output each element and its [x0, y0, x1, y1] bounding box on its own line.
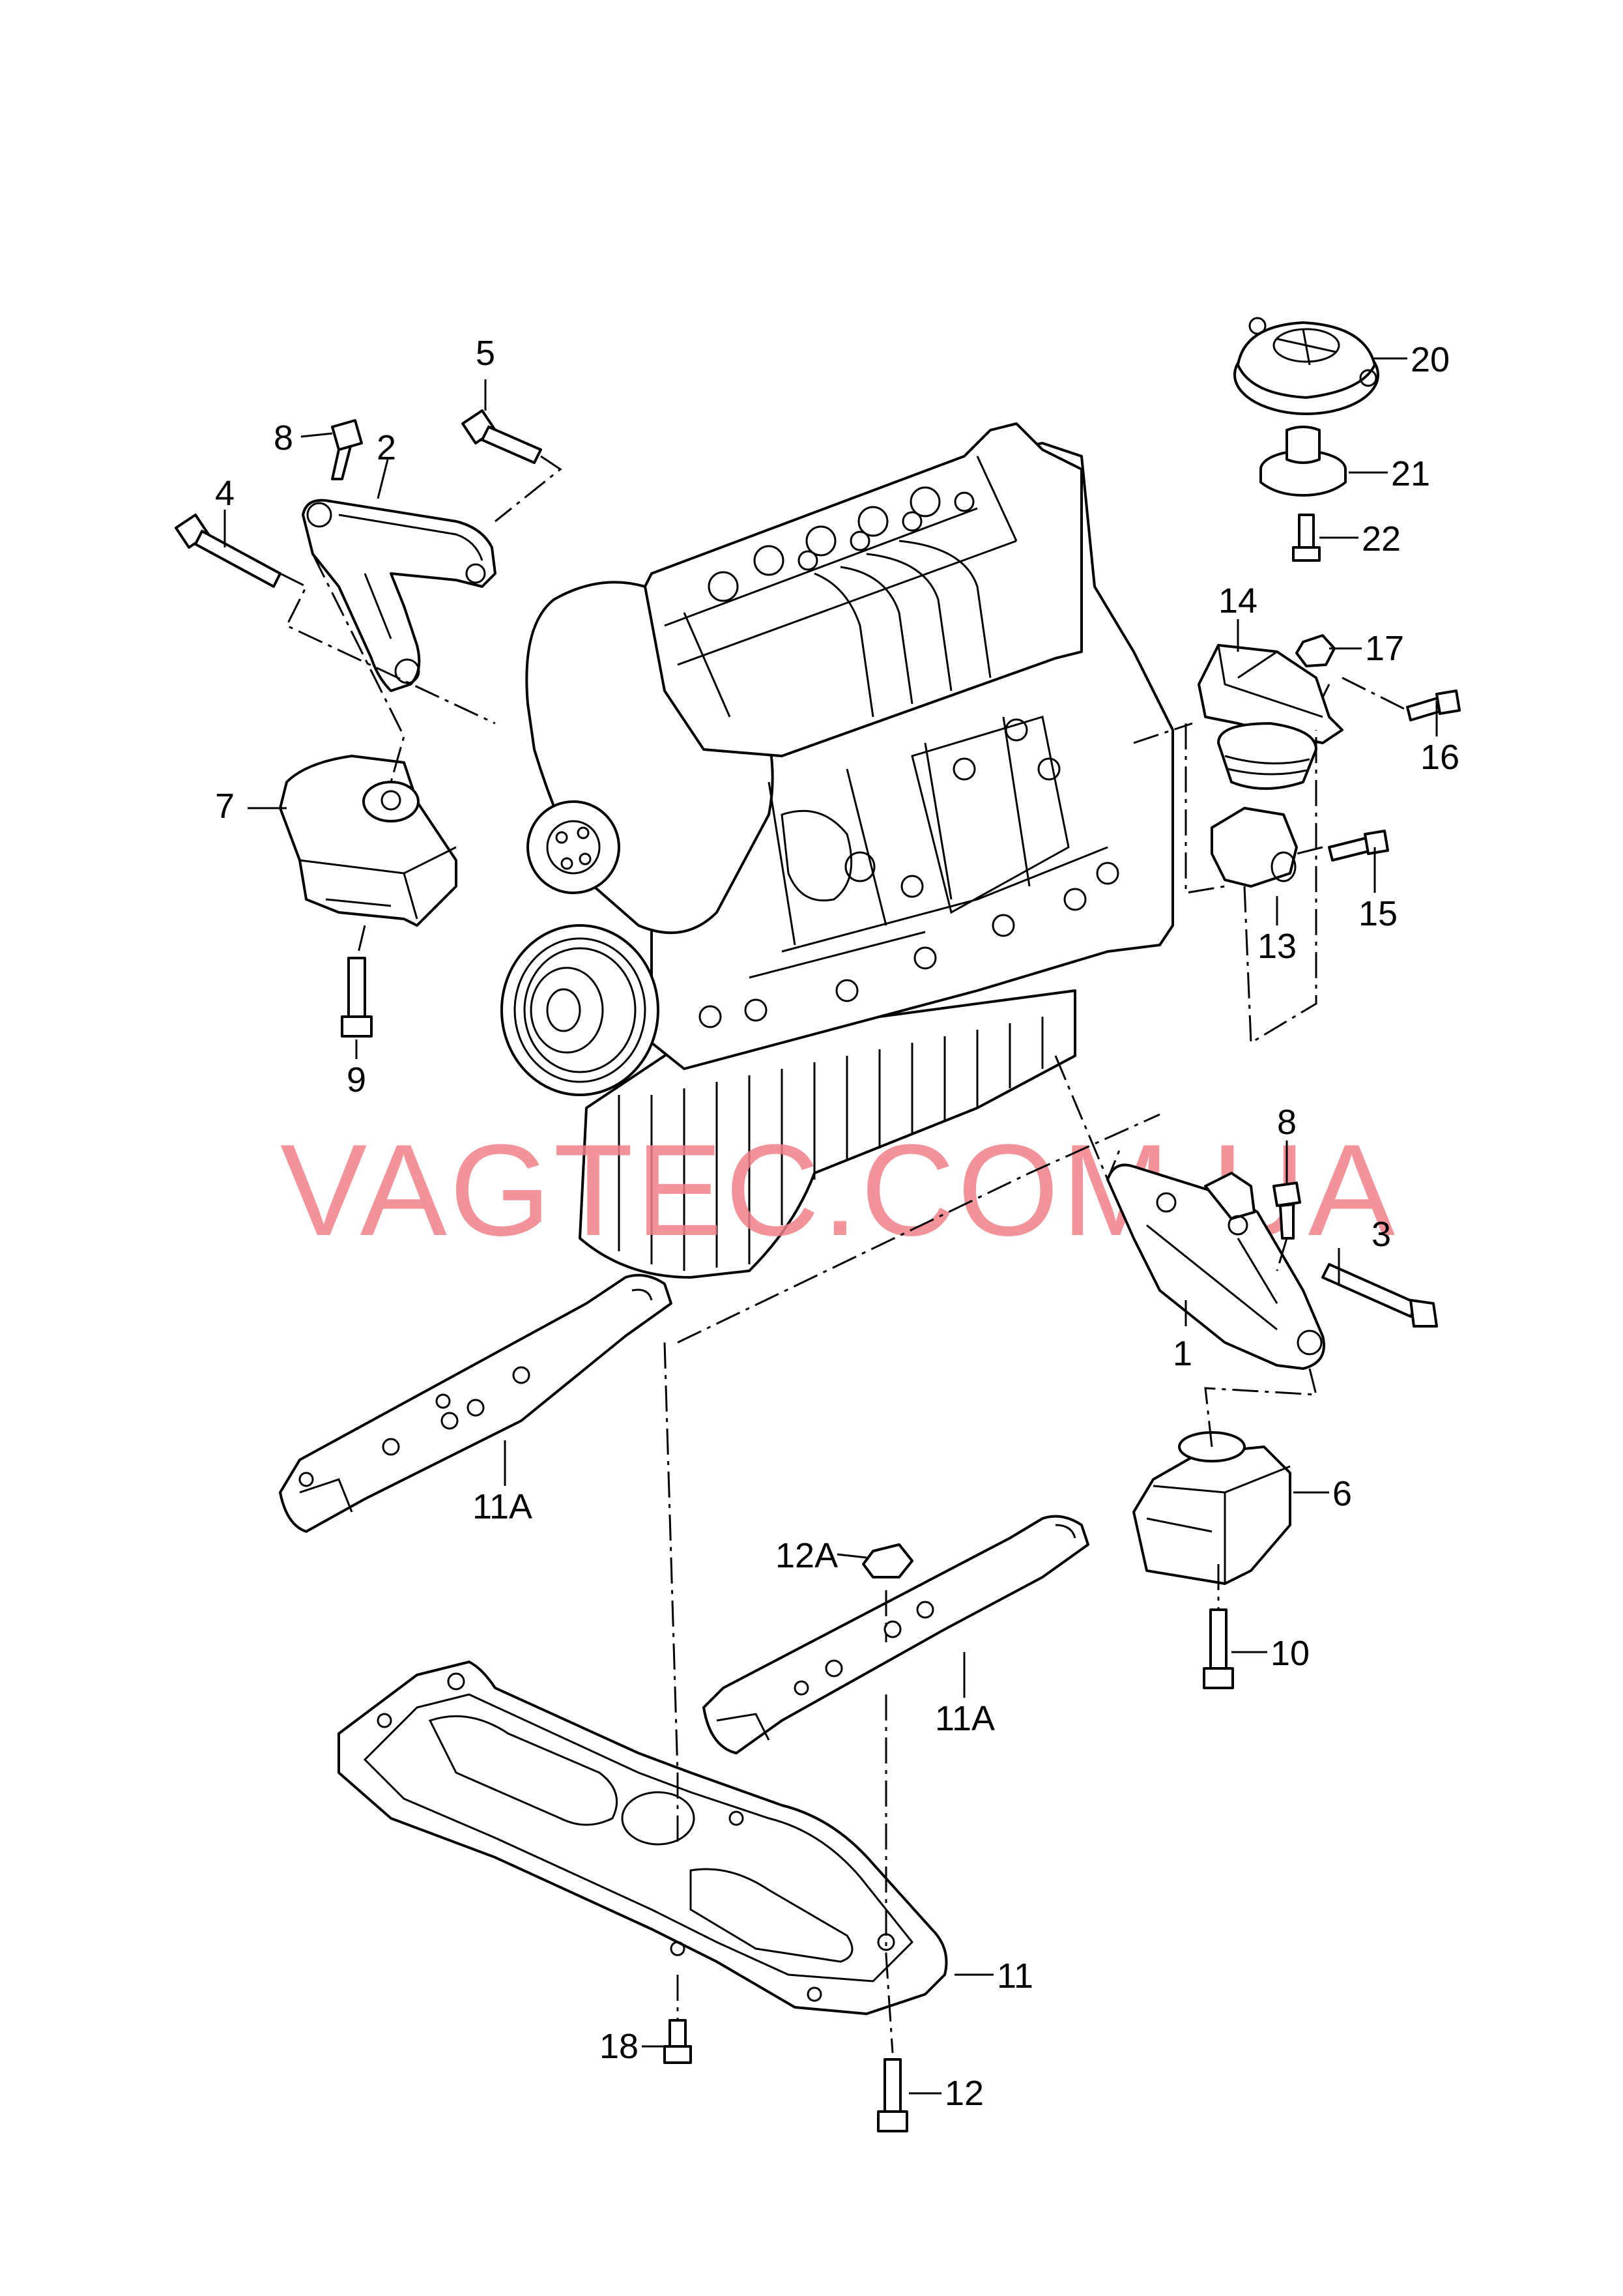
- callout-8-upper: 8: [274, 418, 293, 458]
- callout-12a: 12A: [775, 1536, 838, 1575]
- leader-lines: [223, 357, 1438, 2095]
- callout-labels: 1 2 3 4 5 6 7 8 8 9 10 11 11A 11A 12 12A…: [215, 334, 1459, 2113]
- callout-1: 1: [1173, 1334, 1192, 1373]
- callout-10: 10: [1271, 1634, 1310, 1673]
- callout-20: 20: [1411, 340, 1450, 379]
- callout-11a-upper: 11A: [472, 1487, 532, 1526]
- callout-3: 3: [1372, 1215, 1391, 1254]
- callout-11: 11: [997, 1956, 1033, 1996]
- installation-lines: [280, 455, 1408, 2054]
- callout-4: 4: [215, 474, 235, 513]
- callout-13: 13: [1257, 927, 1297, 966]
- callout-6: 6: [1332, 1474, 1352, 1513]
- callout-22: 22: [1362, 519, 1401, 559]
- crossmember-11a-lower: [702, 1515, 1089, 1754]
- callout-15: 15: [1358, 894, 1398, 933]
- engine-bracket-left: [302, 499, 496, 692]
- callout-21: 21: [1391, 454, 1430, 493]
- callout-17: 17: [1365, 629, 1404, 668]
- callout-12: 12: [945, 2074, 984, 2113]
- engine-mount-right: [1132, 1431, 1291, 1585]
- upper-mount-assembly: [1233, 317, 1379, 562]
- engine-assembly: [500, 422, 1174, 1279]
- callout-7: 7: [215, 787, 235, 826]
- callout-16: 16: [1420, 738, 1459, 777]
- gearbox-mount-assembly: [1198, 644, 1343, 888]
- callout-8-lower: 8: [1277, 1103, 1297, 1142]
- callout-18: 18: [599, 2027, 639, 2066]
- fasteners: [175, 409, 1461, 2132]
- callout-14: 14: [1218, 581, 1257, 620]
- crossmember-11a-upper: [279, 1273, 672, 1533]
- crossmember-11: [338, 1661, 948, 2015]
- callout-2: 2: [377, 428, 396, 467]
- callout-5: 5: [476, 334, 495, 373]
- engine-mount-left: [279, 755, 457, 927]
- callout-11a-lower: 11A: [935, 1699, 995, 1738]
- engine-bracket-right: [1106, 1163, 1325, 1370]
- callout-9: 9: [347, 1060, 366, 1099]
